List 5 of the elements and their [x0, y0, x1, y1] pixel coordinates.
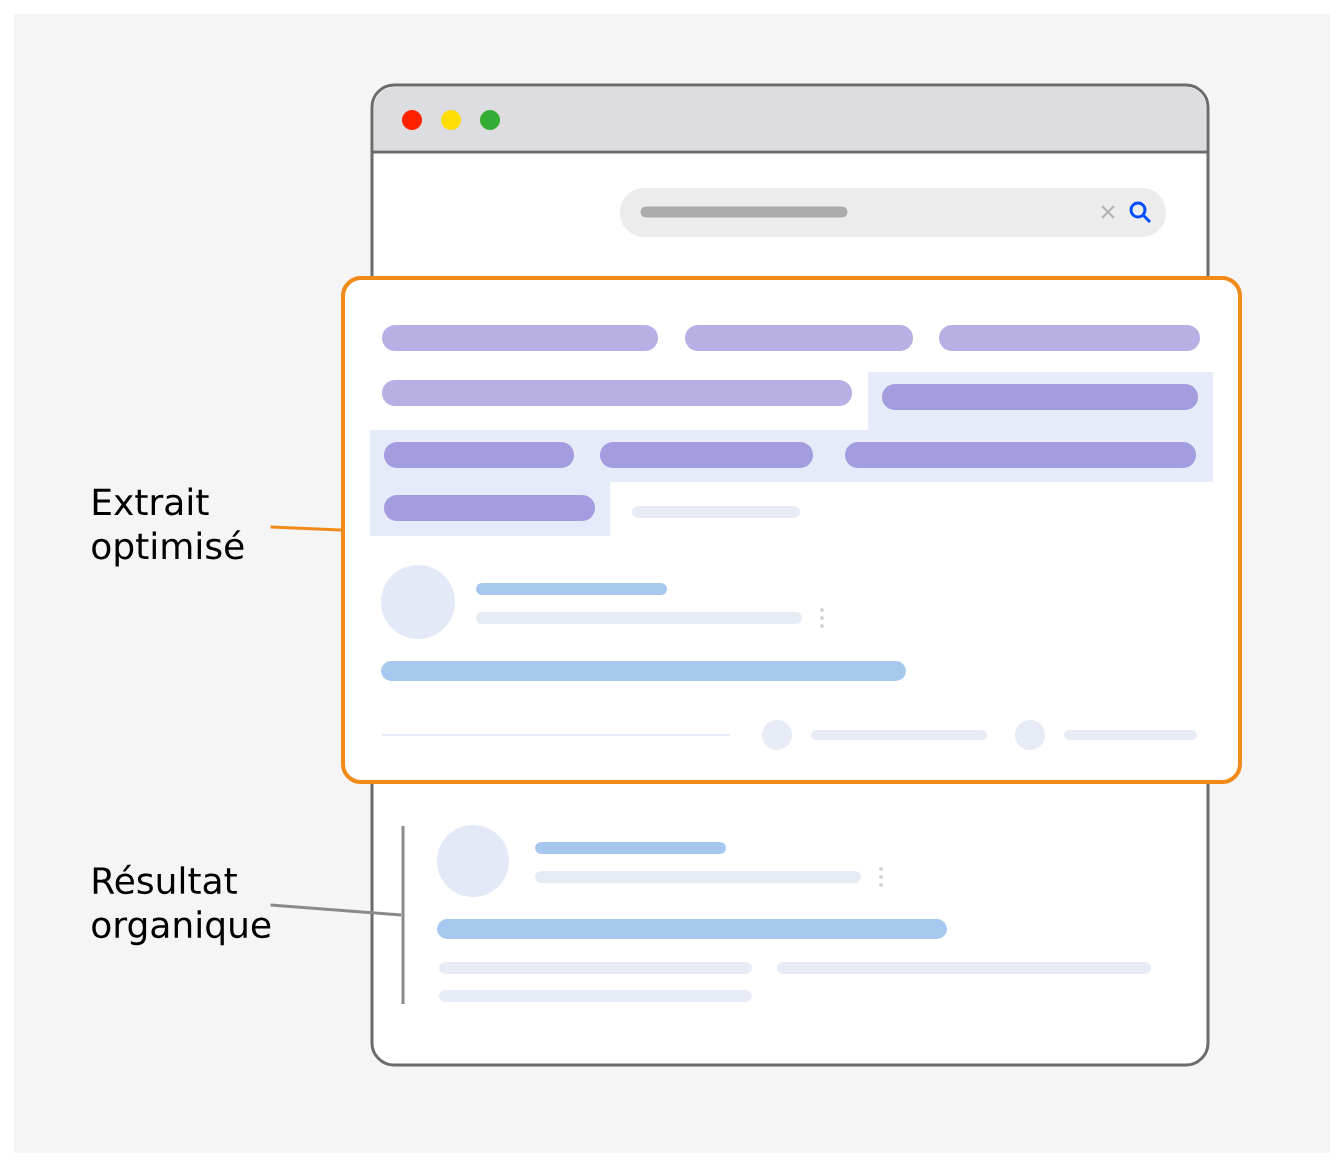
callout-label: Résultat organique: [92, 864, 271, 946]
leader-line: [270, 903, 402, 917]
callout-label: Extrait optimisé: [92, 487, 244, 567]
bracket-line: [401, 826, 405, 1004]
leader-line: [270, 525, 342, 532]
